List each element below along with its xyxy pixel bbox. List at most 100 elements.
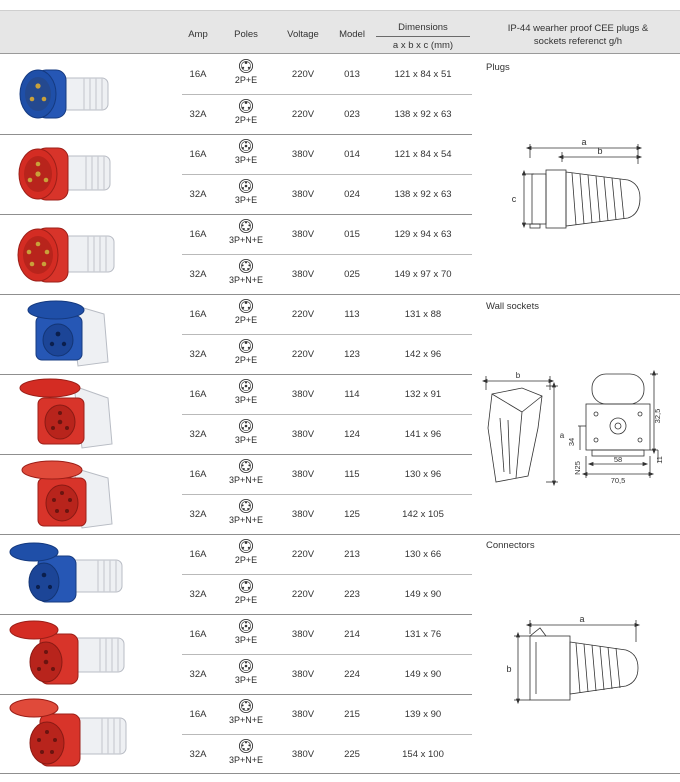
voltage-cell: 380V bbox=[291, 749, 315, 760]
socket-3p-icon bbox=[238, 178, 254, 194]
section-label-wall-sockets: Wall sockets bbox=[486, 301, 539, 312]
poles-cell: 3P+E bbox=[224, 418, 268, 445]
connector-dimension-drawing: a b bbox=[506, 614, 641, 705]
table-row: 32A 2P+E 220V 123 142 x 96 bbox=[0, 334, 472, 374]
row-divider bbox=[182, 734, 472, 735]
header-dimensions-divider bbox=[376, 36, 470, 37]
table-row: 16A 3P+E 380V 014 121 x 84 x 54 bbox=[0, 134, 472, 174]
row-divider bbox=[182, 494, 472, 495]
poles-label: 2P+E bbox=[234, 595, 258, 605]
model-cell: 125 bbox=[344, 509, 360, 520]
header-ip-rating: IP-44 wearher proof CEE plugs & sockets … bbox=[494, 22, 662, 48]
poles-cell: 3P+E bbox=[224, 138, 268, 165]
table-row: 32A 3P+N+E 380V 125 142 x 105 bbox=[0, 494, 472, 534]
poles-cell: 3P+E bbox=[224, 658, 268, 685]
group-divider bbox=[0, 134, 472, 135]
table-row: 16A 2P+E 220V 113 131 x 88 bbox=[0, 294, 472, 334]
header-ip-line1: IP-44 wearher proof CEE plugs & bbox=[507, 23, 649, 34]
socket-2p-icon bbox=[238, 58, 254, 74]
red-plug-3p-image bbox=[18, 147, 111, 201]
poles-label: 3P+E bbox=[234, 195, 258, 205]
amp-cell: 16A bbox=[189, 149, 207, 160]
model-cell: 024 bbox=[344, 189, 360, 200]
socket-3p-icon bbox=[238, 138, 254, 154]
poles-cell: 3P+N+E bbox=[224, 458, 268, 485]
poles-label: 3P+N+E bbox=[228, 755, 264, 765]
poles-label: 2P+E bbox=[234, 75, 258, 85]
dimensions-cell: 129 x 94 x 63 bbox=[394, 229, 452, 240]
model-cell: 014 bbox=[344, 149, 360, 160]
table-row: 16A 3P+N+E 380V 115 130 x 96 bbox=[0, 454, 472, 494]
wall-socket-dimension-drawing: b a 32,5 34 N25 58 70,5 11 bbox=[482, 369, 664, 487]
row-divider bbox=[182, 334, 472, 335]
socket-3pne-icon bbox=[238, 458, 254, 474]
table-row: 16A 3P+E 380V 114 132 x 91 bbox=[0, 374, 472, 414]
table-row: 32A 3P+N+E 380V 025 149 x 97 x 70 bbox=[0, 254, 472, 294]
socket-3p-icon bbox=[238, 618, 254, 634]
dimensions-cell: 138 x 92 x 63 bbox=[394, 109, 452, 120]
amp-cell: 16A bbox=[189, 549, 207, 560]
model-cell: 214 bbox=[344, 629, 360, 640]
section-divider bbox=[0, 294, 680, 295]
wall-dim-11: 11 bbox=[655, 456, 664, 464]
plug-dimension-drawing: a b c bbox=[512, 137, 643, 229]
poles-cell: 3P+E bbox=[224, 378, 268, 405]
table-row: 32A 2P+E 220V 023 138 x 92 x 63 bbox=[0, 94, 472, 134]
socket-3p-icon bbox=[238, 378, 254, 394]
dimensions-cell: 149 x 90 bbox=[404, 669, 442, 680]
poles-cell: 3P+N+E bbox=[224, 218, 268, 245]
socket-2p-icon bbox=[238, 538, 254, 554]
model-cell: 013 bbox=[344, 69, 360, 80]
section-label-plugs: Plugs bbox=[486, 62, 510, 73]
poles-cell: 2P+E bbox=[224, 338, 268, 365]
amp-cell: 16A bbox=[189, 469, 207, 480]
poles-cell: 3P+E bbox=[224, 618, 268, 645]
poles-cell: 3P+E bbox=[224, 178, 268, 205]
voltage-cell: 380V bbox=[291, 389, 315, 400]
socket-3p-icon bbox=[238, 658, 254, 674]
dimensions-cell: 154 x 100 bbox=[402, 749, 444, 760]
poles-cell: 3P+N+E bbox=[224, 498, 268, 525]
amp-cell: 32A bbox=[189, 269, 207, 280]
amp-cell: 32A bbox=[189, 509, 207, 520]
amp-cell: 16A bbox=[189, 629, 207, 640]
header-dimensions-units: a x b x c (mm) bbox=[392, 40, 454, 51]
poles-cell: 2P+E bbox=[224, 578, 268, 605]
voltage-cell: 220V bbox=[291, 589, 315, 600]
poles-label: 3P+N+E bbox=[228, 475, 264, 485]
poles-label: 3P+E bbox=[234, 675, 258, 685]
model-cell: 114 bbox=[344, 389, 360, 400]
group-divider bbox=[0, 454, 472, 455]
voltage-cell: 380V bbox=[291, 149, 315, 160]
conn-dim-b: b bbox=[506, 664, 511, 674]
voltage-cell: 220V bbox=[291, 349, 315, 360]
table-row: 32A 3P+N+E 380V 225 154 x 100 bbox=[0, 734, 472, 774]
red-wall-socket-3p-image bbox=[19, 378, 113, 449]
amp-cell: 32A bbox=[189, 749, 207, 760]
dimensions-cell: 121 x 84 x 51 bbox=[394, 69, 452, 80]
header-model: Model bbox=[339, 29, 365, 40]
poles-label: 2P+E bbox=[234, 315, 258, 325]
model-cell: 215 bbox=[344, 709, 360, 720]
voltage-cell: 380V bbox=[291, 709, 315, 720]
wall-dim-34: 34 bbox=[567, 438, 576, 446]
socket-3pne-icon bbox=[238, 738, 254, 754]
amp-cell: 32A bbox=[189, 189, 207, 200]
plug-dim-a: a bbox=[581, 137, 586, 147]
voltage-cell: 220V bbox=[291, 549, 315, 560]
voltage-cell: 380V bbox=[291, 669, 315, 680]
poles-cell: 3P+N+E bbox=[224, 698, 268, 725]
row-divider bbox=[182, 574, 472, 575]
dimensions-cell: 149 x 90 bbox=[404, 589, 442, 600]
table-row: 16A 3P+E 380V 214 131 x 76 bbox=[0, 614, 472, 654]
socket-3pne-icon bbox=[238, 698, 254, 714]
wall-dim-a: a bbox=[560, 431, 565, 440]
poles-cell: 2P+E bbox=[224, 58, 268, 85]
socket-3pne-icon bbox=[238, 218, 254, 234]
dimensions-cell: 142 x 96 bbox=[404, 349, 442, 360]
group-divider bbox=[0, 694, 472, 695]
model-cell: 224 bbox=[344, 669, 360, 680]
group-divider bbox=[0, 214, 472, 215]
dimensions-cell: 139 x 90 bbox=[404, 709, 442, 720]
voltage-cell: 220V bbox=[291, 109, 315, 120]
